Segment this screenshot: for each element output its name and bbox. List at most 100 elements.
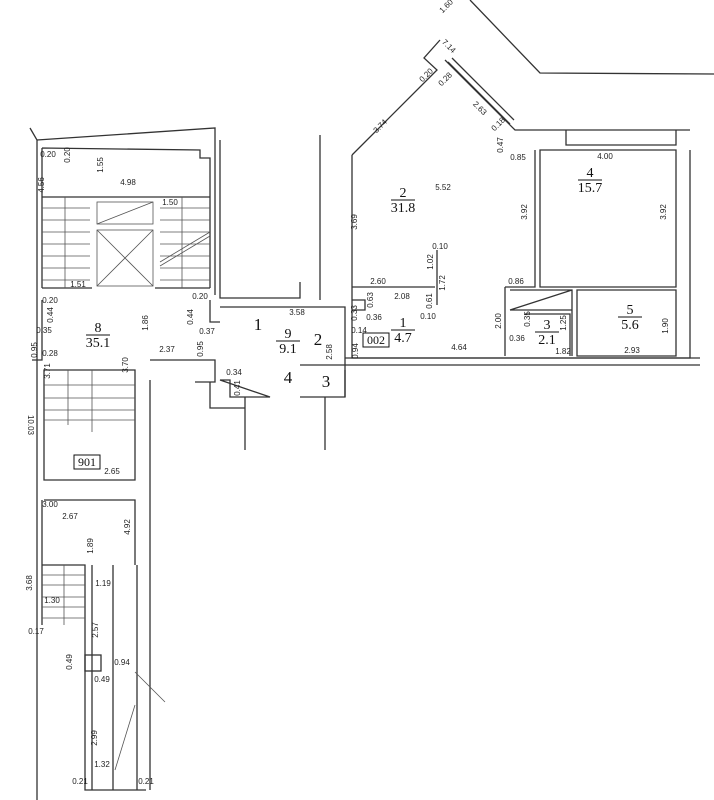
dimension-label: 10.03 [26,415,35,436]
dimension-label: 0.28 [437,70,455,88]
dimension-label: 0.20 [418,66,436,84]
dimension-label: 3.69 [350,214,359,230]
room-tag: 002 [367,333,385,347]
dimension-label: 1.50 [162,198,178,207]
dimension-label: 1.51 [70,280,86,289]
dimension-label: 3.68 [25,575,34,591]
room-area: 5.6 [621,318,639,333]
dimension-label: 3.92 [520,204,529,220]
column [84,654,102,672]
dimension-label: 0.47 [496,137,505,153]
room-area: 2.1 [538,333,556,348]
dimension-label: 0.36 [509,334,525,343]
elevator-shaft [96,201,154,287]
dimension-label: 0.94 [351,343,360,359]
dimension-label: 0.28 [42,349,58,358]
dimension-label: 2.65 [104,467,120,476]
dimension-label: 1.25 [559,315,568,331]
dimension-label: 2.67 [62,512,78,521]
dimension-label: 0.41 [233,380,242,396]
dimension-label: 2.63 [471,100,489,118]
dimension-label: 1.55 [96,157,105,173]
room-area: 31.8 [391,201,416,216]
room-area: 4.7 [394,331,412,346]
room-number: 9 [285,327,292,342]
dimension-label: 1.89 [86,538,95,554]
dimension-label: 4.56 [37,177,46,193]
dimension-label: 0.44 [46,307,55,323]
dimension-label: 0.20 [63,147,72,163]
dimension-label: 1.32 [94,760,110,769]
dimension-label: 0.95 [30,342,39,358]
dimension-label: 1.30 [44,596,60,605]
dimension-label: 2.08 [394,292,410,301]
tag-box [362,332,390,348]
dimension-label: 3.71 [43,363,52,379]
dimension-label: 4.64 [451,343,467,352]
dimension-label: 7.14 [440,38,458,56]
dimension-label: 0.94 [114,658,130,667]
dimension-label: 0.36 [366,313,382,322]
dimension-label: 2.00 [494,313,503,329]
room-area: 9.1 [279,342,297,357]
room-number: 2 [400,186,407,201]
staircase-lower [42,565,85,625]
dimension-label: 0.17 [28,627,44,636]
room-tag: 901 [78,455,96,469]
dimension-label: 0.10 [432,242,448,251]
dimension-label: 1.19 [95,579,111,588]
dimension-label: 0.10 [420,312,436,321]
dimension-label: 0.33 [350,305,359,321]
dimension-label: 2.57 [91,622,100,638]
dimension-label: 0.95 [196,341,205,357]
dimension-label: 3.58 [289,308,305,317]
dimension-label: 0.20 [42,296,58,305]
dimension-label: 2.99 [90,730,99,746]
room-number: 4 [587,166,594,181]
dimension-label: 0.61 [425,293,434,309]
dimension-label: 3.00 [42,500,58,509]
dimension-label: 1.90 [661,318,670,334]
door-number: 4 [284,368,293,387]
door-number: 1 [254,315,263,334]
walls [29,0,714,800]
dimension-label: 0.35 [523,311,532,327]
room-area: 35.1 [86,336,111,351]
dimension-label: 1.60 [438,0,456,15]
staircase-middle [44,370,135,432]
dimension-label: 2.60 [370,277,386,286]
room-number: 8 [95,321,102,336]
room-number: 1 [400,316,407,331]
room-labels: 835.199.114.7231.832.1415.755.6123490100… [73,166,642,470]
dimension-label: 0.20 [192,292,208,301]
dimension-label: 2.58 [325,344,334,360]
dimension-label: 4.00 [597,152,613,161]
tag-box [73,454,101,470]
dimension-label: 1.72 [438,275,447,291]
dimension-label: 0.44 [186,309,195,325]
dimension-label: 0.20 [40,150,56,159]
dimension-label: 1.82 [555,347,571,356]
dimension-label: 3.70 [121,357,130,373]
dimension-label: 0.63 [366,292,375,308]
room-number: 3 [544,318,551,333]
dimension-label: 0.21 [138,777,154,786]
dimension-label: 4.98 [120,178,136,187]
dimension-labels: 0.20 0.20 1.55 4.98 4.56 1.50 1.51 0.20 0.44 0.20… [25,0,670,786]
dimension-label: 2.93 [624,346,640,355]
room-number: 5 [627,303,634,318]
dimension-label: 0.21 [72,777,88,786]
door-number: 2 [314,330,323,349]
dimension-label: 3.92 [659,204,668,220]
door-number: 3 [322,372,331,391]
dimension-label: 0.37 [199,327,215,336]
dimension-label: 0.49 [94,675,110,684]
dimension-label: 5.52 [435,183,451,192]
dimension-label: 0.34 [226,368,242,377]
dimension-label: 0.35 [36,326,52,335]
room-area: 15.7 [578,181,603,196]
dimension-label: 1.02 [426,254,435,270]
dimension-label: 0.14 [351,326,367,335]
dimension-label: 0.86 [508,277,524,286]
